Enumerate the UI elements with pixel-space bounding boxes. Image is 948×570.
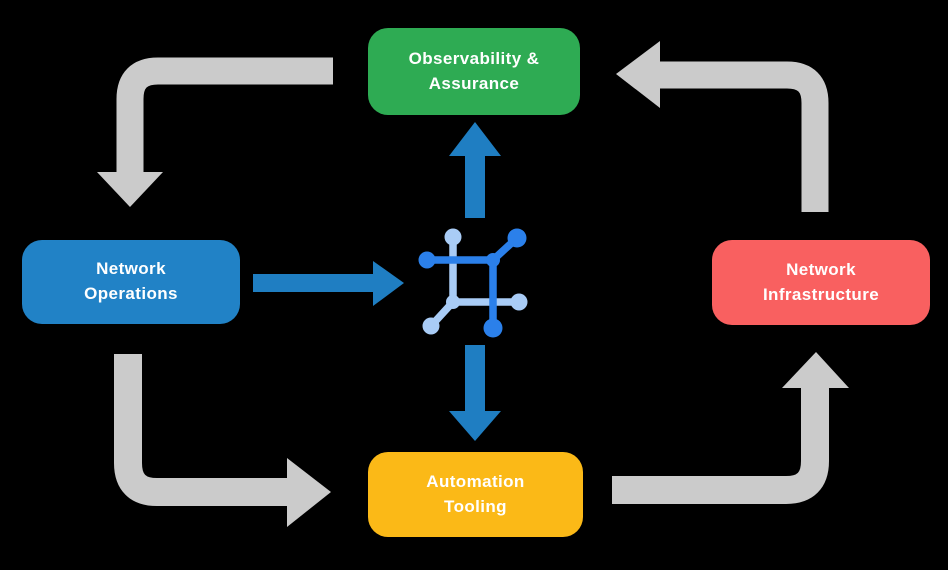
cycle-arrow-observability-to-operations <box>97 57 333 207</box>
arrow-shaft <box>116 57 333 173</box>
flow-arrow-operations-to-center <box>253 261 404 306</box>
cycle-arrow-infrastructure-to-observability <box>616 41 829 212</box>
node-label: Network Infrastructure <box>762 259 880 304</box>
icon-node-dot <box>483 318 503 338</box>
node-label: Observability & Assurance <box>408 48 540 93</box>
node-network-infrastructure: Network Infrastructure <box>712 240 930 325</box>
node-observability-assurance: Observability & Assurance <box>368 28 580 115</box>
node-label: Network Operations <box>84 259 178 303</box>
arrow-shaft <box>659 61 829 212</box>
icon-junction-dot <box>446 295 460 309</box>
node-label: Automation Tooling <box>426 471 525 516</box>
flow-arrow-center-to-automation <box>449 345 501 441</box>
arrow-head-right-icon <box>373 261 404 306</box>
icon-node-dot <box>444 228 462 246</box>
arrow-shaft <box>114 354 288 506</box>
icon-node-dot <box>510 293 528 311</box>
network-mesh-dark-part <box>418 228 527 338</box>
network-mesh-light-part <box>422 228 528 335</box>
cycle-arrow-operations-to-automation <box>114 354 331 527</box>
arrow-head-right-icon <box>287 458 331 527</box>
arrow-shaft <box>612 387 829 504</box>
icon-node-dot <box>418 251 436 269</box>
node-automation-tooling: Automation Tooling <box>368 452 583 537</box>
network-mesh-icon <box>418 228 528 338</box>
icon-junction-dot <box>486 253 500 267</box>
arrow-head-up-icon <box>449 122 501 156</box>
cycle-arrow-automation-to-infrastructure <box>612 352 849 504</box>
icon-node-dot <box>507 228 527 248</box>
node-network-operations: Network Operations <box>22 240 240 324</box>
arrow-head-down-icon <box>449 411 501 441</box>
icon-node-dot <box>422 317 440 335</box>
arrow-head-up-icon <box>782 352 849 388</box>
flow-arrow-center-to-observability <box>449 122 501 218</box>
arrow-head-left-icon <box>616 41 660 108</box>
arrow-head-down-icon <box>97 172 163 207</box>
